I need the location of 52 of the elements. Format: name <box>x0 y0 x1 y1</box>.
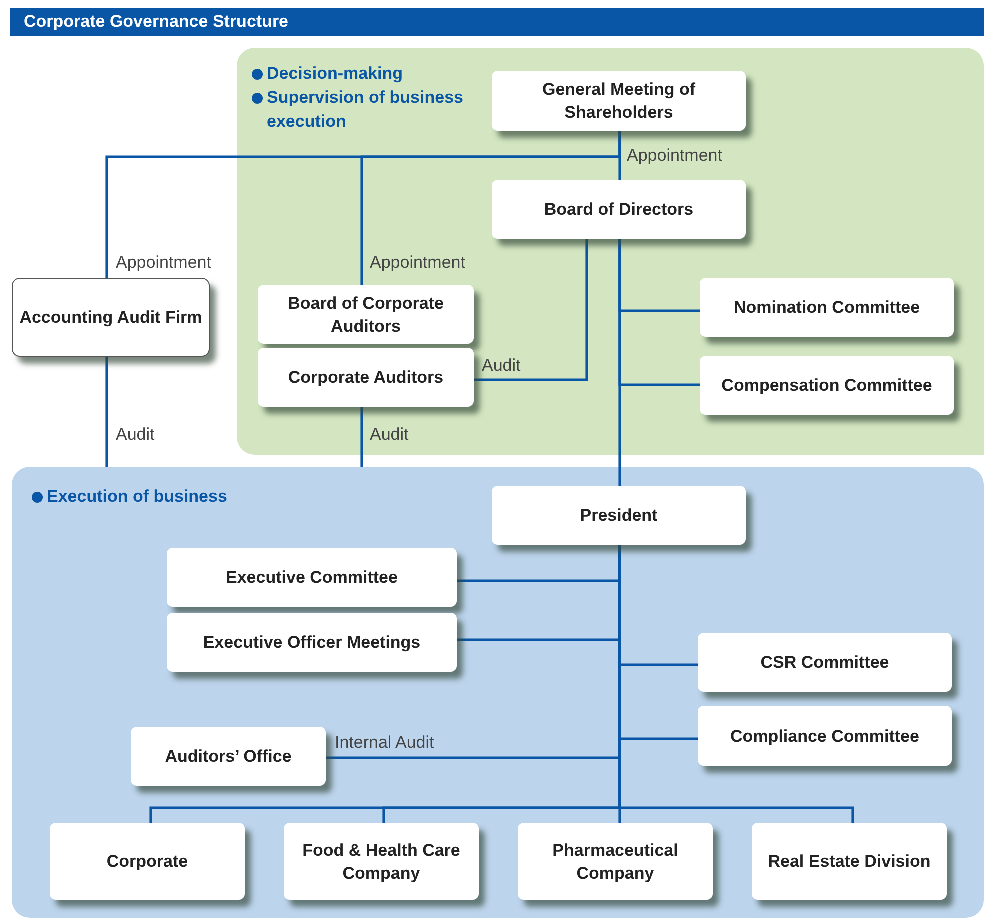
edge-label: Appointment <box>370 253 466 273</box>
external-box <box>12 278 210 357</box>
box-label: Nomination Committee <box>732 297 922 319</box>
box-label: General Meeting of Shareholders <box>541 79 697 124</box>
box-label: Auditors’ Office <box>164 746 293 768</box>
connector-line <box>106 131 622 278</box>
box-label: Board of Corporate Auditors <box>287 292 445 338</box>
group-band <box>12 467 984 918</box>
box-label: Corporate <box>106 851 190 873</box>
org-box <box>492 180 746 239</box>
box-label: Compensation Committee <box>720 375 934 397</box>
edge-label: Audit <box>370 425 409 445</box>
org-box <box>492 486 746 545</box>
section-heading: Decision-making <box>267 63 404 85</box>
box-label: Pharmaceutical Company <box>552 840 680 884</box>
edge-label: Internal Audit <box>335 733 434 753</box>
org-box <box>131 727 326 786</box>
section-heading: Supervision of business execution <box>267 87 464 133</box>
org-box <box>258 348 474 407</box>
org-box <box>698 706 952 766</box>
box-label: President <box>579 505 659 527</box>
section-heading: Execution of business <box>47 486 228 508</box>
box-label: Food & Health Care Company <box>302 840 462 884</box>
org-box <box>284 823 479 900</box>
org-box <box>258 285 474 344</box>
connector-line <box>106 357 108 467</box>
box-label: Executive Committee <box>225 567 399 589</box>
org-box <box>700 278 954 337</box>
edge-label: Appointment <box>116 253 212 273</box>
box-label: CSR Committee <box>760 652 890 674</box>
title-bar: Corporate Governance Structure <box>10 8 984 36</box>
edge-label: Audit <box>116 425 155 445</box>
edge-label: Audit <box>482 356 521 376</box>
org-box <box>167 613 457 672</box>
org-box <box>700 356 954 415</box>
org-box <box>167 548 457 607</box>
box-label: Executive Officer Meetings <box>202 632 422 654</box>
connector-line <box>474 239 588 382</box>
org-box <box>492 71 746 131</box>
org-box <box>752 823 947 900</box>
org-box <box>518 823 713 900</box>
org-box <box>698 633 952 692</box>
org-box <box>50 823 245 900</box>
box-label: Corporate Auditors <box>287 367 445 389</box>
box-label: Board of Directors <box>543 199 695 221</box>
box-label: Accounting Audit Firm <box>18 307 204 329</box>
connector-line <box>618 239 622 486</box>
group-band <box>237 48 984 455</box>
connector-line <box>360 407 364 467</box>
box-label: Real Estate Division <box>767 851 932 873</box>
box-label: Compliance Committee <box>730 726 920 748</box>
edge-label: Appointment <box>627 146 722 166</box>
